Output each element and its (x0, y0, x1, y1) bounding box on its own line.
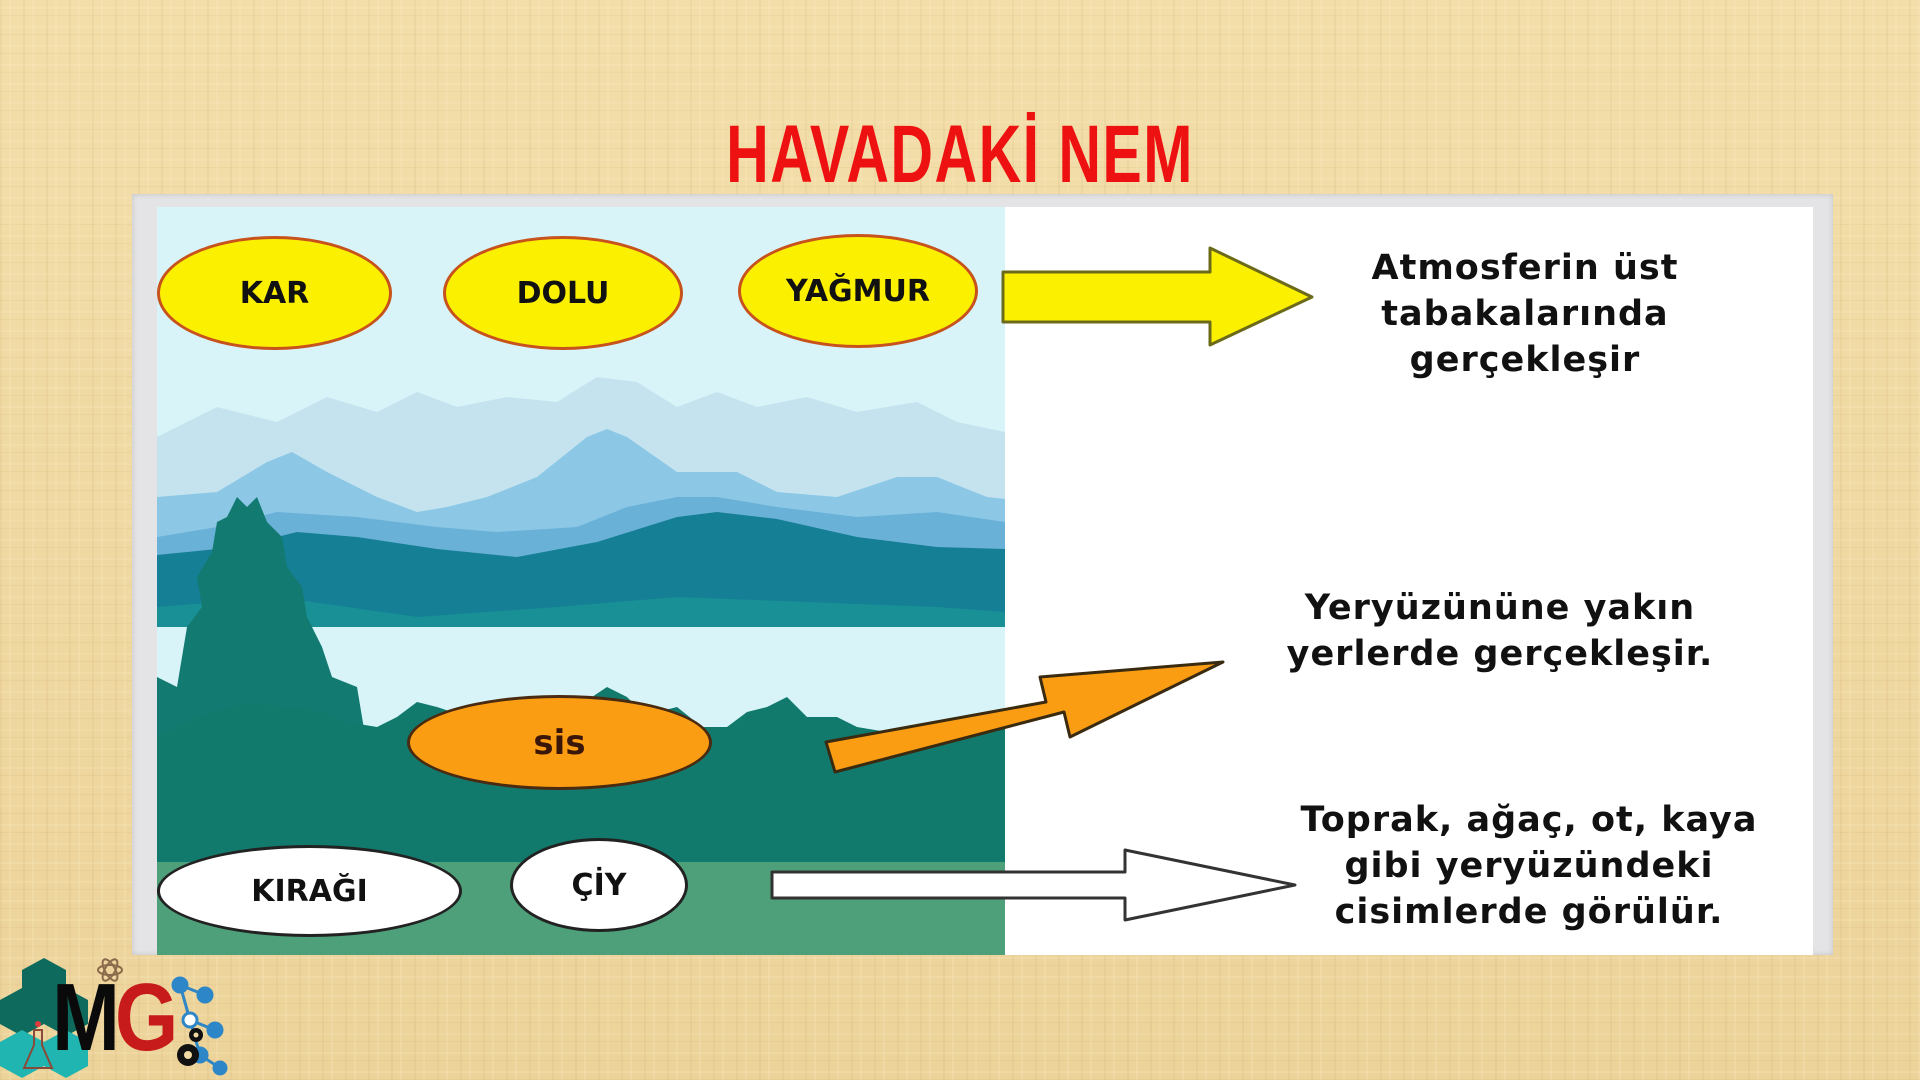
dolu-label: DOLU (516, 275, 610, 311)
atom-icon (97, 958, 123, 982)
mg-logo-graphic (0, 958, 228, 1078)
orange-arrow-icon (824, 660, 1225, 774)
ciy-ellipse: ÇİY (510, 838, 688, 932)
dolu-ellipse: DOLU (443, 236, 683, 350)
lower-description: Toprak, ağaç, ot, kaya gibi yeryüzündeki… (1300, 800, 1758, 932)
middle-description: Yeryüzününe yakın yerlerde gerçekleşir. (1286, 588, 1714, 674)
page-title: HAVADAKİ NEM (726, 109, 1194, 200)
yellow-arrow-icon (1001, 246, 1314, 347)
upper-description: Atmosferin üst tabakalarında gerçekleşir (1371, 248, 1679, 380)
flask-icon (22, 1021, 54, 1069)
sis-ellipse: SİS (407, 695, 712, 790)
kar-ellipse: KAR (157, 236, 392, 350)
landscape-scene: KAR DOLU YAĞMUR SİS KIRAĞI ÇİY (157, 207, 1005, 955)
kar-label: KAR (239, 275, 310, 311)
yagmur-label: YAĞMUR (785, 273, 930, 309)
kiragi-ellipse: KIRAĞI (157, 845, 462, 937)
sis-label: SİS (533, 722, 586, 763)
mg-logo-text: MG (52, 964, 178, 1071)
gear-icon (177, 1028, 203, 1066)
kiragi-label: KIRAĞI (251, 873, 368, 909)
yagmur-ellipse: YAĞMUR (738, 234, 978, 348)
ciy-label: ÇİY (571, 867, 627, 903)
diagram-frame: KAR DOLU YAĞMUR SİS KIRAĞI ÇİY (132, 194, 1833, 955)
white-arrow-icon (770, 848, 1297, 922)
diagram-canvas: KAR DOLU YAĞMUR SİS KIRAĞI ÇİY (157, 207, 1813, 955)
arrows-layer (770, 246, 1314, 922)
hexagon-icon (0, 958, 88, 1078)
